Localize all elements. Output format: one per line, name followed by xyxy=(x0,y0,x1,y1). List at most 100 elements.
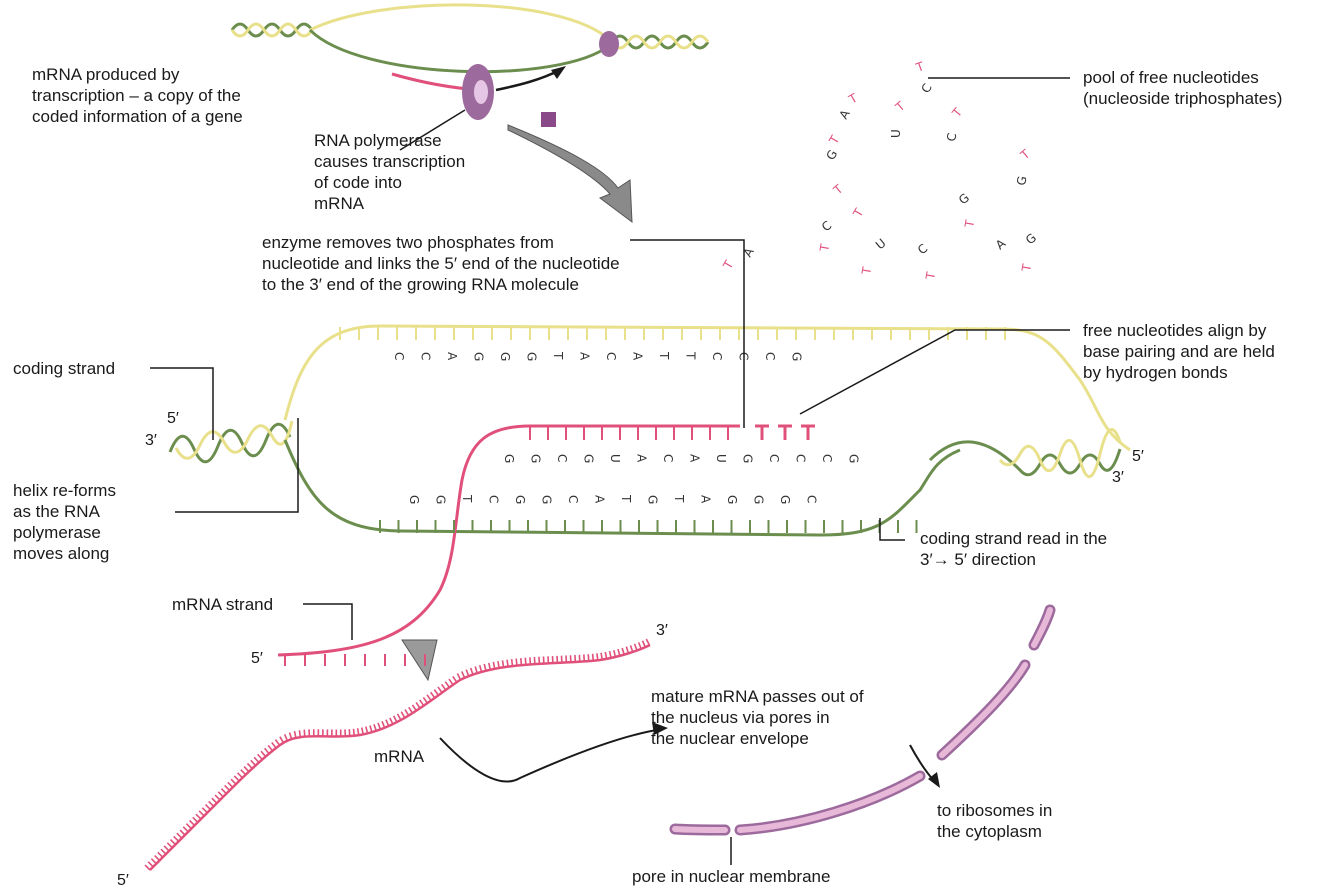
bottom-base: T xyxy=(619,494,633,503)
mature-mrna-tick xyxy=(643,641,646,647)
free-nucleotide: G xyxy=(823,147,840,162)
mature-mrna-tick xyxy=(349,729,350,736)
zoom-arrow-bottom xyxy=(402,640,437,680)
mature-mrna-tick xyxy=(215,795,220,800)
mature-mrna-tick xyxy=(177,833,182,838)
free-nucleotide: T xyxy=(846,90,861,107)
free-nucleotide: T xyxy=(892,98,908,115)
mature-mrna-tick xyxy=(626,647,628,654)
mature-mrna-tick xyxy=(261,751,266,756)
mature-mrna-tick xyxy=(480,665,482,672)
free-nucleotide: T xyxy=(859,265,874,276)
mrna-base: G xyxy=(741,454,755,463)
free-nucleotide: U xyxy=(873,236,889,252)
mature-mrna-tick xyxy=(258,754,263,759)
free-nucleotide: T xyxy=(913,59,926,75)
enzyme-nucleotide-t: T xyxy=(720,258,737,273)
mature-mrna-tick xyxy=(171,840,176,845)
mature-mrna-tick xyxy=(530,657,531,664)
mature-mrna-tick xyxy=(378,723,380,730)
top-transcription-bubble xyxy=(232,5,708,127)
bottom-base: A xyxy=(593,495,607,504)
mature-mrna-tick xyxy=(630,645,632,652)
bottom-base: G xyxy=(434,495,448,504)
mature-mrna-tick xyxy=(234,776,239,781)
mature-mrna-tick xyxy=(299,730,300,737)
free-nucleotide: C xyxy=(915,241,930,257)
label-free-align: free nucleotides align by base pairing a… xyxy=(1083,320,1275,383)
bottom-base: A xyxy=(699,495,713,504)
mrna-base: A xyxy=(688,454,702,463)
mature-mrna-tick xyxy=(247,763,252,768)
mature-mrna-tick xyxy=(610,651,612,658)
top-base: C xyxy=(604,352,618,360)
leader-free-align xyxy=(800,330,1070,414)
bottom-base: G xyxy=(540,495,554,504)
mature-mrna-tick xyxy=(275,740,279,746)
mature-mrna-tick xyxy=(285,734,288,740)
free-nucleotide: C xyxy=(918,81,934,95)
aligned-free-nucleotides xyxy=(755,426,815,440)
mrna-base: G xyxy=(582,454,596,463)
mature-mrna-tick xyxy=(231,779,236,784)
top-base: T xyxy=(684,351,698,360)
end-left-5: 5′ xyxy=(167,410,179,428)
mature-mrna-tick xyxy=(442,684,446,690)
free-nucleotide-pool: TCTATUTGTCTGTTGTCTUTGTCTA xyxy=(817,59,1039,282)
free-nucleotide: A xyxy=(993,236,1009,253)
mature-mrna-tick xyxy=(196,814,201,819)
top-base: T xyxy=(551,351,565,360)
mature-mrna-tick xyxy=(174,836,179,841)
mature-mrna-tick xyxy=(202,808,207,813)
mature-mrna-tick xyxy=(161,849,166,854)
bottom-base: C xyxy=(487,495,501,503)
mature-mrna-tick xyxy=(457,673,460,679)
mrna-base: C xyxy=(555,454,569,462)
membrane-segment-1-inner xyxy=(675,829,725,830)
free-nucleotide: G xyxy=(1014,175,1029,187)
mature-mrna-tick xyxy=(193,817,198,822)
mature-mrna-tick xyxy=(516,659,517,666)
mature-mrna-tick xyxy=(183,827,188,832)
mature-mrna-tick xyxy=(386,720,389,726)
mature-mrna-tick xyxy=(431,692,435,698)
end-mrna-5: 5′ xyxy=(251,650,263,668)
bottom-base: T xyxy=(460,494,474,503)
mature-mrna-tick xyxy=(206,805,211,810)
mature-mrna-tick xyxy=(635,644,637,651)
mature-mrna-tick xyxy=(639,642,642,649)
top-base: C xyxy=(710,352,724,360)
mature-mrna-tick xyxy=(588,654,589,661)
label-mature: mature mRNA passes out of the nucleus vi… xyxy=(651,686,864,749)
mature-mrna-tick xyxy=(416,702,420,708)
mature-mrna-tick xyxy=(409,707,413,713)
free-nucleotide: C xyxy=(944,132,959,143)
mature-mrna-tick xyxy=(475,666,477,673)
mature-mrna-tick xyxy=(618,649,620,656)
mature-mrna-tick xyxy=(390,718,393,724)
mature-mrna-tick xyxy=(423,697,427,703)
mature-mrna-tick xyxy=(151,859,156,864)
mature-mrna-tick xyxy=(158,852,163,857)
bottom-base: G xyxy=(778,495,792,504)
leader-coding-strand xyxy=(150,368,213,440)
mature-mrna-tick xyxy=(294,731,295,738)
free-nucleotide: T xyxy=(817,242,832,253)
label-ribosomes: to ribosomes in the cytoplasm xyxy=(937,800,1052,842)
free-nucleotide: T xyxy=(1019,262,1034,273)
bottom-base: C xyxy=(805,495,819,503)
mature-mrna-tick xyxy=(358,728,359,735)
mature-mrna-tick xyxy=(251,760,256,765)
mrna-base: U xyxy=(608,454,622,463)
rna-polymerase-small xyxy=(599,31,619,57)
bottom-base: C xyxy=(566,495,580,503)
mature-mrna-tick xyxy=(420,700,424,706)
mature-mrna-tick xyxy=(484,664,486,671)
enzyme-nucleotide-a: A xyxy=(740,245,757,260)
mrna-base: C xyxy=(820,454,834,462)
mature-mrna-tick xyxy=(218,792,223,797)
mature-mrna-tick xyxy=(209,801,214,806)
